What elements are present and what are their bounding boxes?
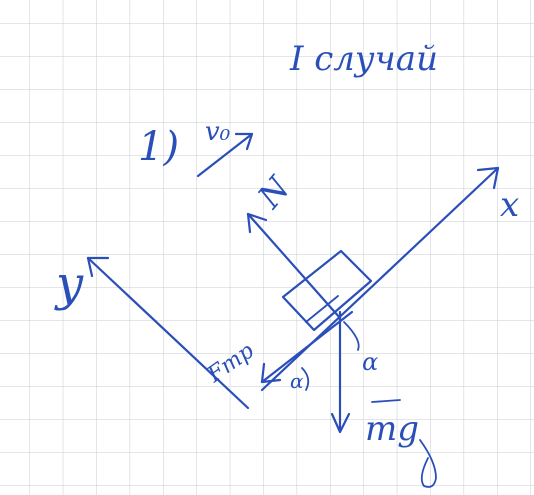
normal-force-arrow <box>246 212 342 320</box>
velocity-label: v₀ <box>205 117 231 147</box>
y-axis-label: y <box>54 256 84 312</box>
angle-arc-top <box>343 321 360 351</box>
gravity-label: mg <box>365 409 419 449</box>
velocity-arrow <box>196 132 254 178</box>
case-number: 1) <box>138 124 179 170</box>
gravity-arrow <box>330 310 351 434</box>
angle-label-bottom: α <box>290 369 304 393</box>
angle-arc-bottom <box>301 367 310 391</box>
gravity-label-tail <box>419 439 437 488</box>
heading: I случай <box>289 39 438 79</box>
y-axis <box>86 256 250 410</box>
x-axis-label: x <box>500 185 519 225</box>
x-axis <box>260 166 500 392</box>
gravity-vector-bar <box>371 399 401 403</box>
angle-label-top: α <box>362 348 378 376</box>
block <box>281 249 373 332</box>
friction-force-arrow <box>260 310 354 384</box>
